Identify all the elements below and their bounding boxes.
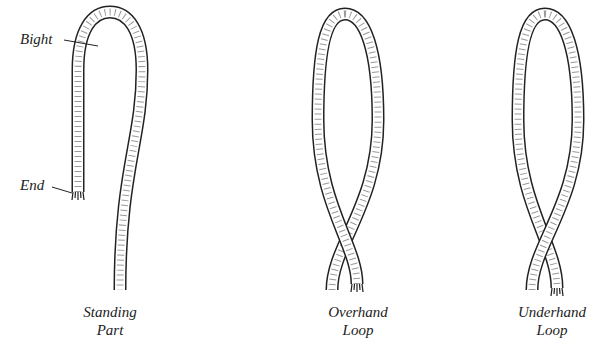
frayed-end: [72, 192, 84, 200]
figure-caption: Overhand Loop: [318, 303, 398, 339]
frayed-end: [351, 284, 363, 292]
figure-caption: Underhand Loop: [512, 303, 592, 339]
leader-line: [52, 187, 72, 193]
part-name: End: [20, 176, 44, 194]
part-name: Bight: [20, 30, 53, 48]
rope-strand: [318, 14, 357, 284]
frayed-end: [551, 288, 563, 296]
figure-caption: Standing Part: [70, 303, 150, 339]
rope-strand: [78, 12, 142, 290]
rope-strand: [532, 14, 578, 290]
leader-line: [64, 40, 98, 46]
